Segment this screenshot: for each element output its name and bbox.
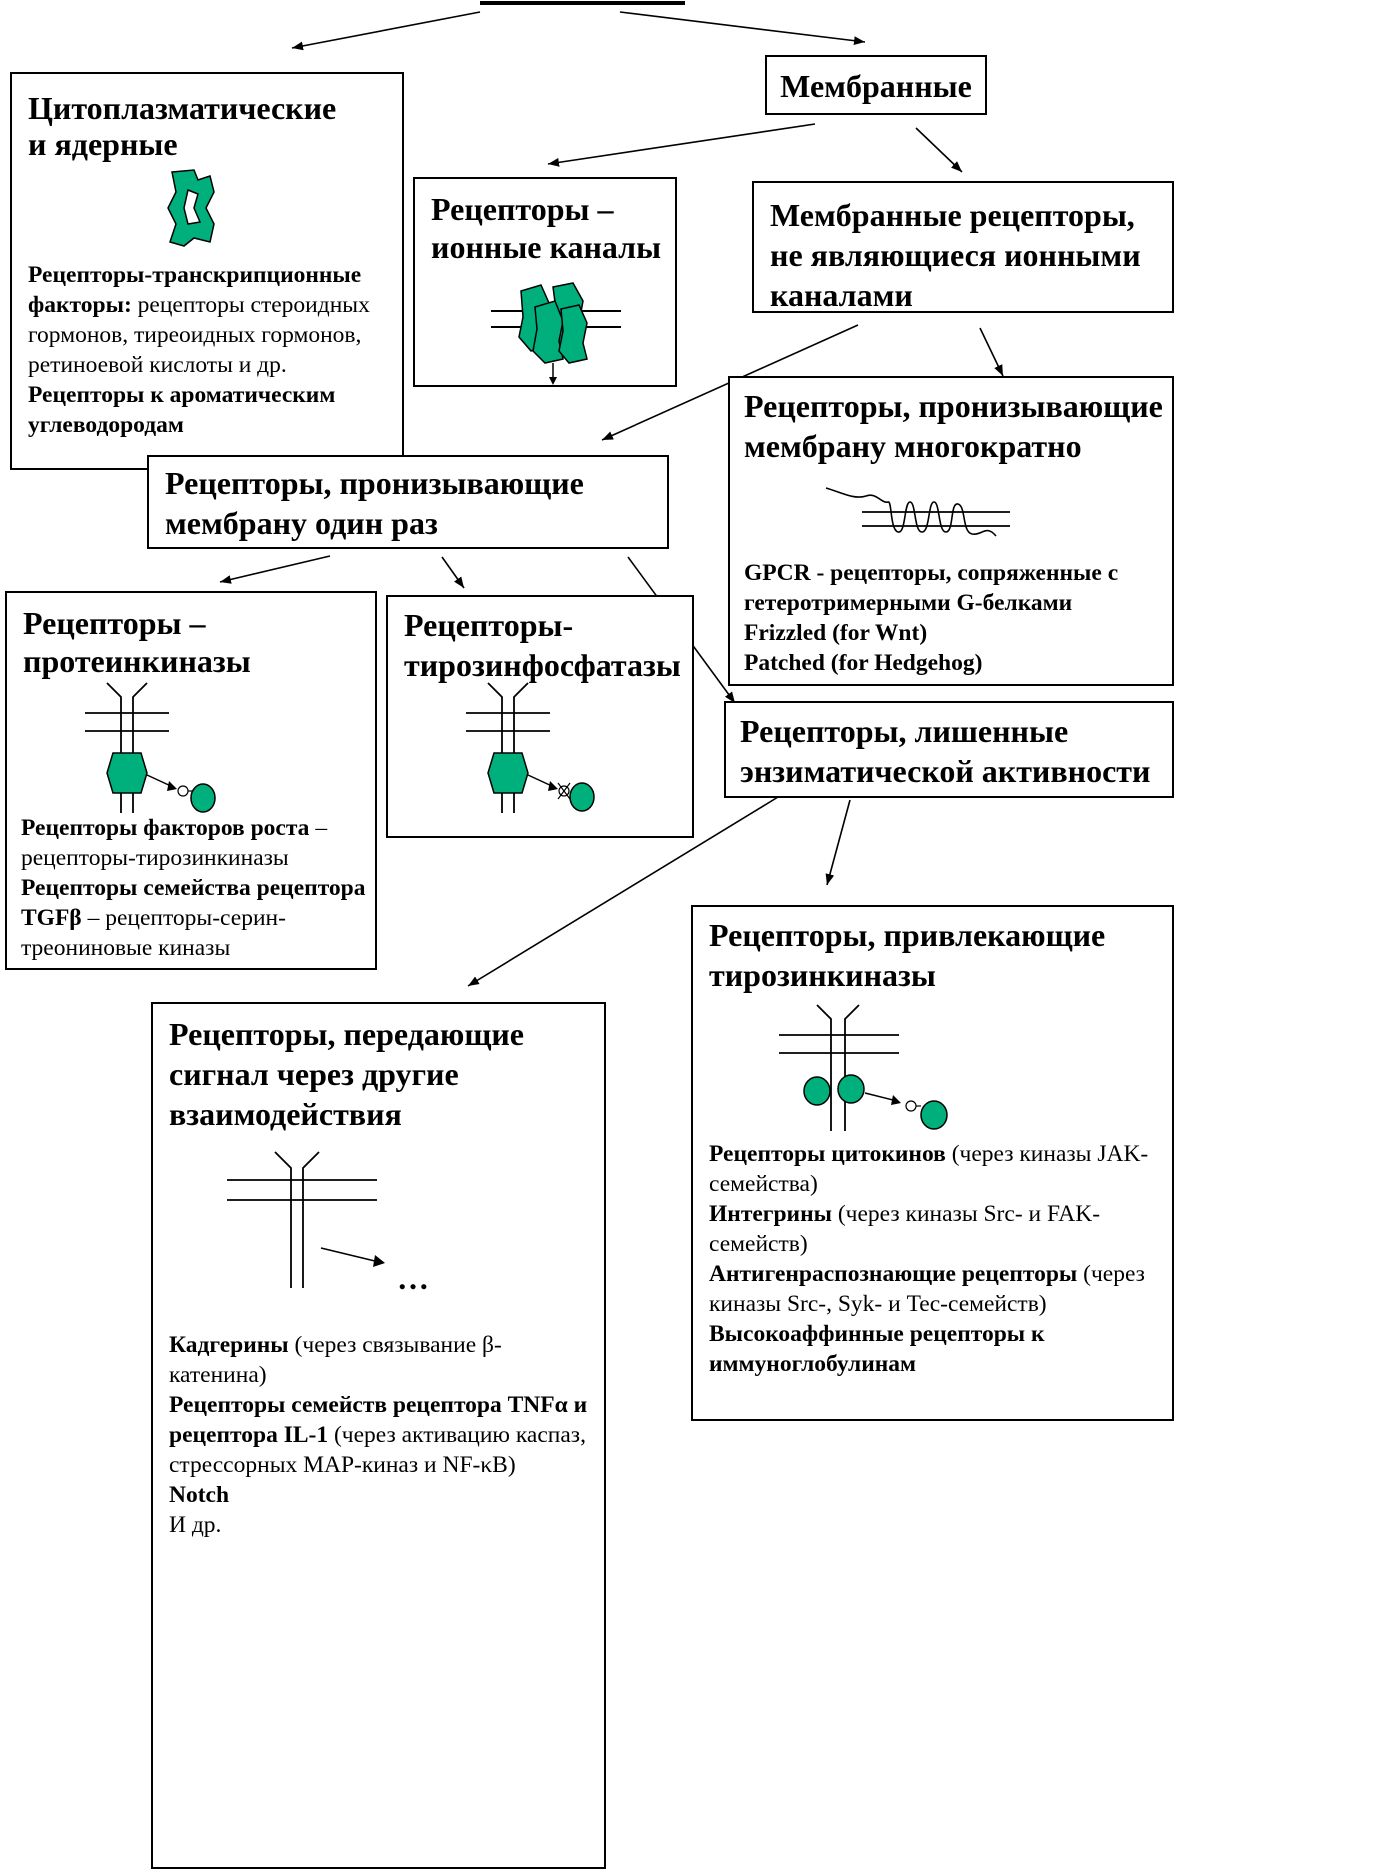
nuclear-receptor-icon — [167, 169, 215, 247]
no-enzymatic-activity-title: Рецепторы, лишенные энзиматической актив… — [740, 713, 1151, 789]
tyrosine-kinase-recruiting-title: Рецепторы, привлекающие тирозинкиназы — [709, 917, 1106, 993]
gpcr-label: GPCR - рецепторы, сопряженные с гетеротр… — [744, 560, 1119, 616]
ion-channel-title-line2: ионные каналы — [431, 229, 662, 265]
arrow-membrane-to-ion — [547, 123, 816, 167]
cadherins-label: Кадгерины — [169, 1332, 289, 1358]
cadherins-note: (через связывание β-катенина) — [169, 1332, 502, 1388]
multi-pass-title: Рецепторы, пронизывающие мембрану многок… — [744, 388, 1163, 464]
single-pass-box: Рецепторы, пронизывающие мембрану один р… — [147, 455, 669, 549]
tgfb-family-label: Рецепторы семейства рецептора TGFβ — [21, 875, 366, 931]
ion-channel-icon — [491, 282, 621, 385]
tnf-il1-receptors-label: Рецепторы семейств рецептора TNFα и реце… — [169, 1392, 588, 1448]
arrow-nonion-to-multi — [979, 327, 1004, 377]
non-ion-channel-box: Мембранные рецепторы, не являющиеся ионн… — [752, 181, 1174, 313]
ion-channel-title-line1: Рецепторы – — [431, 191, 614, 227]
tyrosine-phosphatase-title-line1: Рецепторы- — [404, 607, 574, 643]
high-affinity-ig-receptors-label: Высокоаффинные рецепторы к иммуноглобули… — [709, 1321, 1045, 1377]
arrow-single-to-kinase — [219, 555, 331, 584]
membrane-title: Мембранные — [780, 68, 972, 104]
protein-kinase-title-line2: протеинкиназы — [23, 643, 251, 679]
arrow-membrane-to-nonion — [915, 127, 963, 173]
antigen-receptors-label: Антигенраспознающие рецепторы — [709, 1261, 1078, 1287]
tyrosine-phosphatase-title-line2: тирозинфосфатазы — [404, 647, 681, 683]
tyrosine-kinase-recruiting-box: Рецепторы, привлекающие тирозинкиназы Ре… — [691, 905, 1174, 1421]
receptor-phosphatase-icon — [466, 682, 595, 813]
arrow-root-to-cyto — [291, 11, 481, 51]
arrow-noenz-to-recruit — [825, 799, 851, 886]
integrins-note: (через киназы Src- и FAK-семейств) — [709, 1201, 1101, 1257]
transcription-factors-label: Рецепторы-транскрипционные факторы: — [28, 262, 362, 318]
cytoplasmic-description: Рецепторы-транскрипционные факторы: реце… — [28, 260, 400, 440]
other-interactions-title: Рецепторы, передающие сигнал через други… — [169, 1016, 524, 1132]
other-interactions-description: Кадгерины (через связывание β-катенина)Р… — [169, 1330, 599, 1540]
antigen-receptors-note: (через киназы Src-, Syk- и Tec-семейств) — [709, 1261, 1145, 1317]
arrow-single-to-phos — [441, 556, 465, 589]
other-receptor-icon — [227, 1151, 377, 1288]
notch-label: Notch — [169, 1482, 230, 1508]
serine-threonine-kinase-note: – рецепторы-серин-треониновые киназы — [21, 905, 286, 961]
no-enzymatic-activity-box: Рецепторы, лишенные энзиматической актив… — [724, 701, 1174, 798]
frizzled-label: Frizzled (for Wnt) — [744, 620, 928, 646]
tyrosine-phosphatase-box: Рецепторы- тирозинфосфатазы — [386, 595, 694, 838]
multi-pass-box: Рецепторы, пронизывающие мембрану многок… — [728, 376, 1174, 686]
protein-kinase-title-line1: Рецепторы – — [23, 605, 206, 641]
single-pass-title: Рецепторы, пронизывающие мембрану один р… — [165, 465, 584, 541]
ion-channel-box: Рецепторы – ионные каналы — [413, 177, 677, 387]
recruiting-receptor-icon — [779, 1004, 948, 1131]
etc-label: И др. — [169, 1512, 222, 1538]
other-interactions-box: Рецепторы, передающие сигнал через други… — [151, 1002, 606, 1869]
gpcr-icon — [825, 487, 1010, 537]
patched-label: Patched (for Hedgehog) — [744, 650, 983, 676]
arrow-root-to-membrane — [619, 11, 866, 46]
integrins-label: Интегрины — [709, 1201, 832, 1227]
cytoplasmic-title-line1: Цитоплазматические — [28, 90, 337, 126]
cytokine-receptors-note: (через киназы JAK-семейства) — [709, 1141, 1149, 1197]
multi-pass-list: GPCR - рецепторы, сопряженные с гетеротр… — [744, 558, 1174, 678]
receptor-kinase-icon — [85, 682, 216, 813]
signal-arrow-icon — [320, 1247, 385, 1267]
protein-kinase-box: Рецепторы – протеинкиназы Рецепторы факт… — [5, 591, 377, 970]
cytoplasmic-title-line2: и ядерные — [28, 126, 178, 162]
tnf-il1-receptors-note: (через активацию каспаз, стрессорных MAP… — [169, 1422, 586, 1478]
ellipsis-label: … — [397, 1260, 429, 1296]
tyrosine-kinase-note: – рецепторы-тирозинкиназы — [21, 815, 328, 871]
growth-factor-receptors-label: Рецепторы факторов роста — [21, 815, 310, 841]
protein-kinase-description: Рецепторы факторов роста – рецепторы-тир… — [21, 813, 376, 963]
membrane-box: Мембранные — [765, 55, 987, 115]
non-ion-channel-title: Мембранные рецепторы, не являющиеся ионн… — [770, 197, 1141, 313]
aromatic-hydrocarbon-receptors-label: Рецепторы к ароматическим углеводородам — [28, 382, 336, 438]
transcription-factors-examples: рецепторы стероидных гормонов, тиреоидны… — [28, 292, 370, 378]
cytokine-receptors-label: Рецепторы цитокинов — [709, 1141, 946, 1167]
cytoplasmic-nuclear-box: Цитоплазматические и ядерные Рецепторы-т… — [10, 72, 404, 470]
tyrosine-kinase-recruiting-description: Рецепторы цитокинов (через киназы JAK-се… — [709, 1139, 1169, 1379]
